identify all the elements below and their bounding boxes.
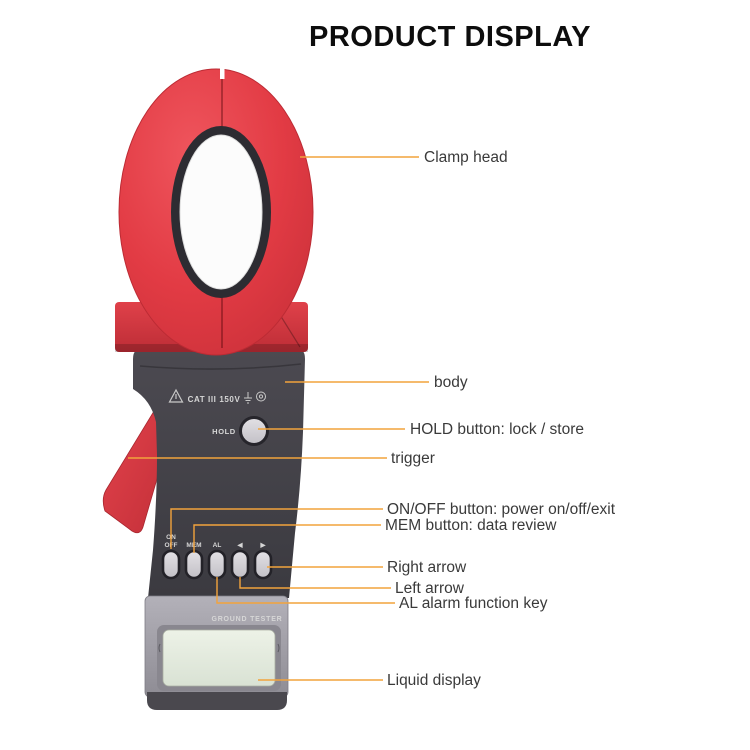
annotation-label-al-key: AL alarm function key [399,595,548,612]
bottom-cap [147,692,287,710]
left-arrow-button [230,549,250,580]
annotation-label-liquid-display: Liquid display [387,672,481,689]
al-label: AL [213,542,222,549]
key-buttons [161,549,273,580]
safety-markings: CAT III 150V [168,388,266,404]
trigger-lever [102,397,172,534]
brand-text: GROUND TESTER [211,616,282,623]
body-seam [139,363,302,370]
lcd-clip-left [158,643,161,653]
clamp-top-notch [220,66,225,79]
device-body [133,347,305,598]
jaw-window [179,134,263,290]
annotation-label-left-arrow: Left arrow [395,580,464,597]
double-insulation-icon [256,391,266,402]
hold-button [239,416,269,446]
hold-label: HOLD [212,427,236,436]
lcd-screen [162,629,276,687]
right-arrow-icon: ▶ [260,542,267,549]
annotation-label-mem-button: MEM button: data review [385,517,557,534]
annotation-line-on-off [170,508,383,549]
annotation-label-hold-button: HOLD button: lock / store [410,421,585,438]
annotation-label-trigger: trigger [391,450,435,467]
warning-triangle-icon [168,388,184,403]
annotation-line-left-arrow [239,577,391,589]
annotation-label-clamp-head: Clamp head [424,149,508,166]
lcd-clip-right [277,643,280,653]
mem-button [184,549,204,580]
al-button [207,549,227,580]
earth-ground-icon [244,392,252,404]
left-arrow-icon: ◀ [237,542,244,549]
annotation-line-mem [193,524,381,553]
annotation-label-on-off-button: ON/OFF button: power on/off/exit [387,501,616,518]
category-rating-text: CAT III 150V [188,395,241,404]
annotation-label-body: body [434,374,468,391]
annotation-lines [128,156,429,681]
display-module: GROUND TESTER [144,595,289,710]
annotation-line-al-key [216,577,395,604]
on-off-button [161,549,181,580]
annotation-label-right-arrow: Right arrow [387,559,467,576]
right-arrow-button [253,549,273,580]
page-title: PRODUCT DISPLAY [309,21,591,53]
